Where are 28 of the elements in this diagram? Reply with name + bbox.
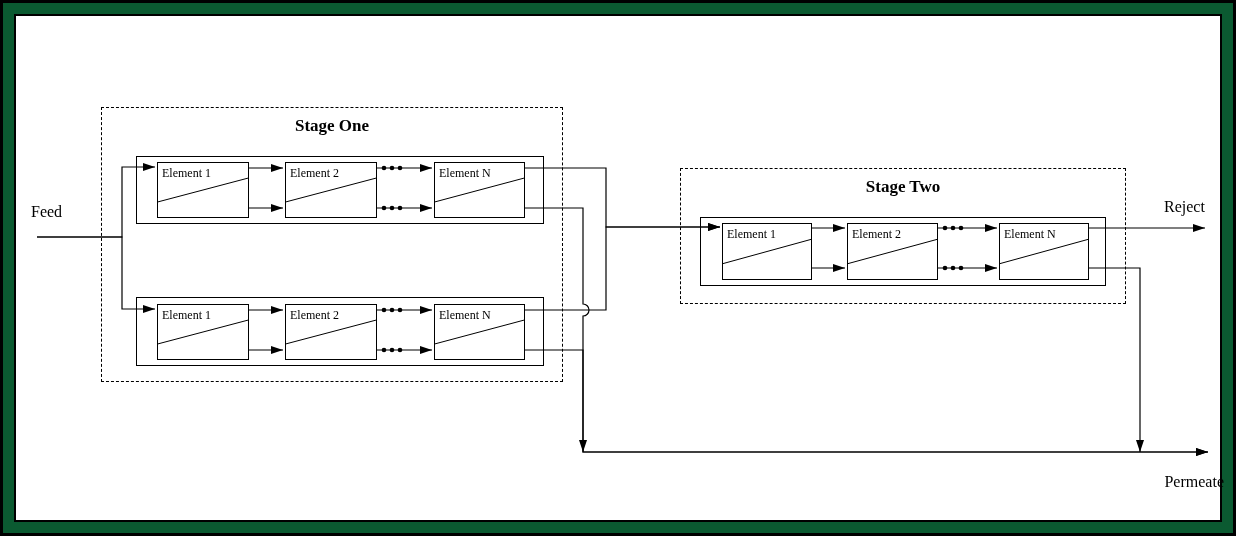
stream-label: Feed: [31, 202, 77, 237]
flow-arrow: [36, 236, 156, 313]
stage-title: Stage One: [294, 116, 370, 136]
pressure-vessel-box: [136, 297, 544, 366]
membrane-element-box: [285, 304, 377, 360]
stage-dashed-box: [680, 168, 1126, 304]
pressure-vessel-box: [700, 217, 1106, 286]
membrane-element-box: [157, 162, 249, 218]
element-label: Element 2: [290, 308, 339, 322]
element-label: Element N: [439, 166, 491, 180]
membrane-element-box: [722, 223, 812, 280]
stage-dashed-box: [101, 107, 563, 382]
stage-title: Stage Two: [865, 177, 941, 197]
element-label: Element 2: [290, 166, 339, 180]
element-label: Element N: [1004, 227, 1056, 241]
element-label: Element 1: [162, 166, 211, 180]
membrane-element-box: [847, 223, 938, 280]
membrane-element-box: [434, 162, 525, 218]
membrane-element-box: [157, 304, 249, 360]
element-label: Element N: [439, 308, 491, 322]
element-label: Element 1: [162, 308, 211, 322]
stream-label: Reject: [1164, 197, 1224, 228]
element-label: Element 2: [852, 227, 901, 241]
membrane-element-box: [434, 304, 525, 360]
element-label: Element 1: [727, 227, 776, 241]
membrane-element-box: [999, 223, 1089, 280]
membrane-element-box: [285, 162, 377, 218]
pressure-vessel-box: [136, 156, 544, 224]
